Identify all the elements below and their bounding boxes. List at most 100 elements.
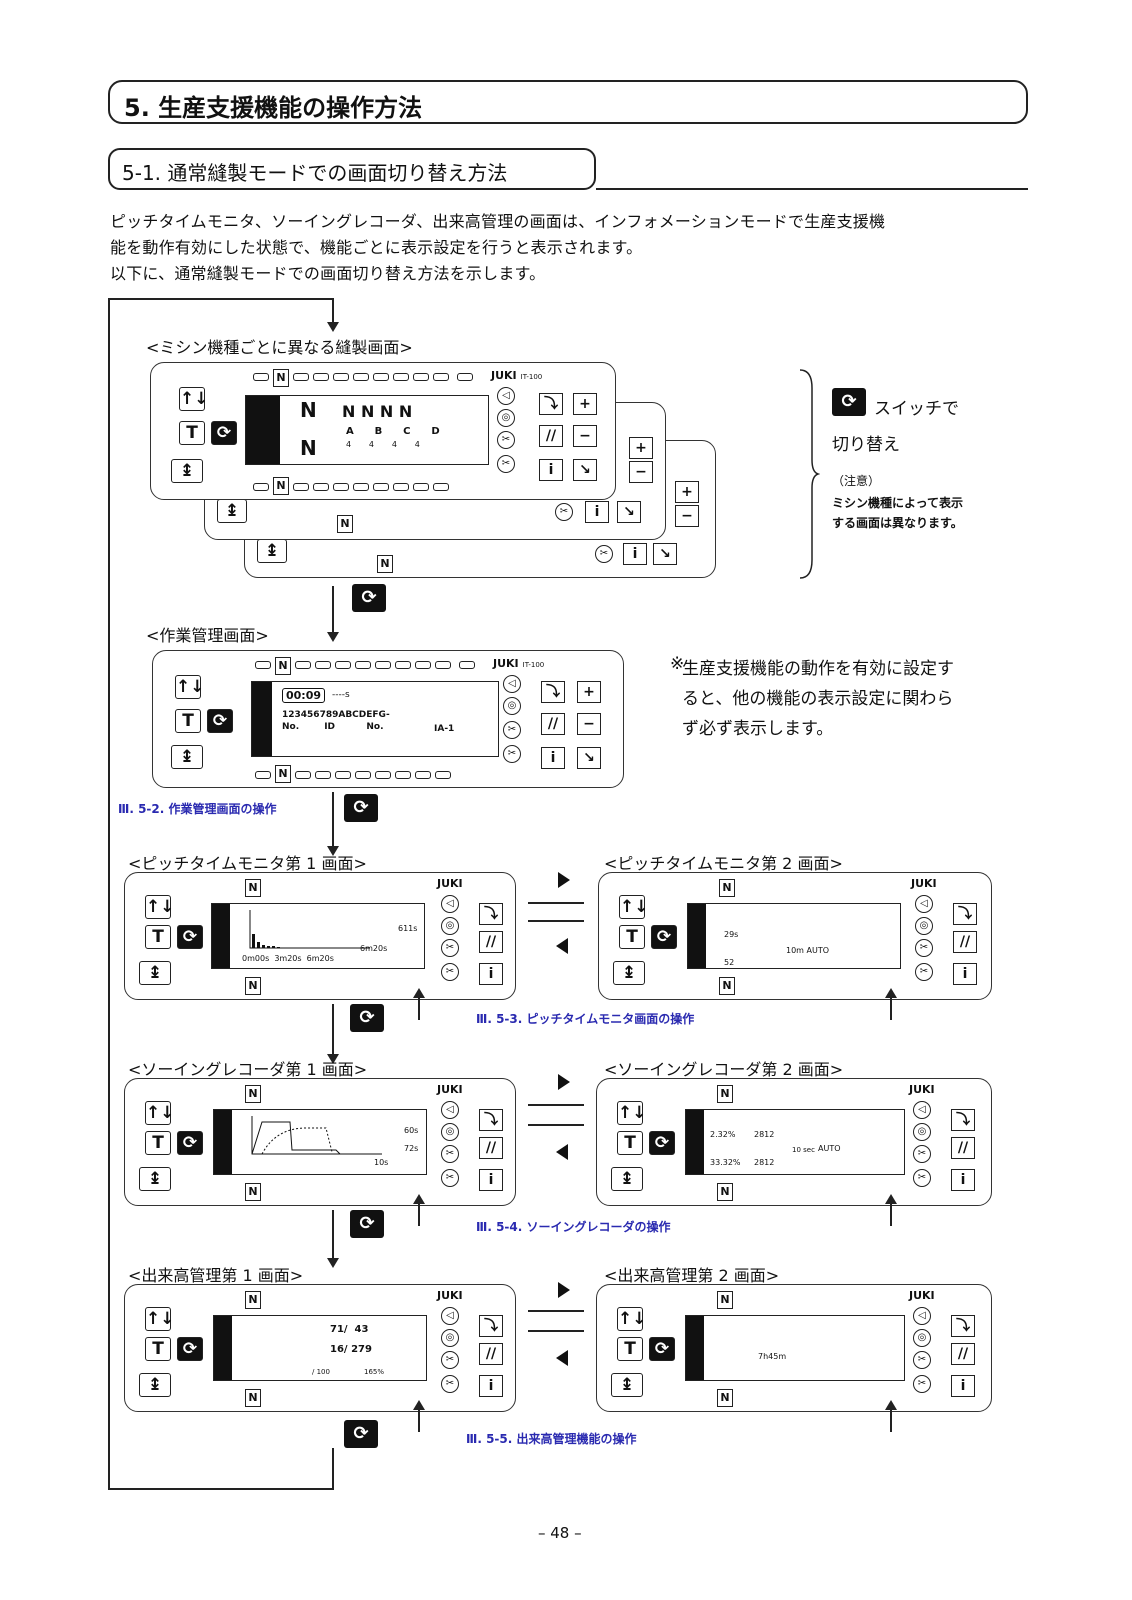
switch-key-icon[interactable]: ⟳ [211,421,237,445]
note-line-3: ず必ず表示します。 [682,719,834,739]
histogram-bar [277,947,280,948]
caption-pitch-2: <ピッチタイムモニタ第 2 画面> [604,854,843,873]
reset-key-icon[interactable]: ↘ [617,501,641,523]
cutter-icon[interactable]: ✂ [497,455,515,473]
arrow-down-icon [327,322,339,332]
reset-key-icon[interactable]: ↘ [573,459,597,481]
brace-icon [799,369,820,579]
reset-key-icon[interactable]: ↘ [577,747,601,769]
note-line-2: ると、他の機能の表示設定に関わら [682,689,954,709]
ref-5-3[interactable]: Ⅲ. 5-3. ピッチタイムモニタ画面の操作 [476,1012,695,1026]
n-indicator: N [337,515,353,533]
pitch-panel-2: JUKI N ↑↓ T ⟳ ↨ 29s 52 10m AUTO ◁ ◎ ✂ ✂ … [598,872,992,1000]
rec-panel-2: JUKI N ↑↓ T ⟳ ↨ 2.32% 2812 33.32% 2812 1… [596,1078,992,1206]
thread-key-icon[interactable]: ↑↓ [179,387,209,411]
section-title-box: 5. 生産支援機能の操作方法 [108,80,1028,124]
intro-line-3: 以下に、通常縫製モードでの画面切り替え方法を示します。 [110,264,546,283]
rec-line-dashed [261,1127,333,1155]
cutter-icon[interactable]: ✂ [497,431,515,449]
histogram-bar [252,934,255,948]
caption-pitch-1: <ピッチタイムモニタ第 1 画面> [128,854,367,873]
slash-key-icon[interactable]: // [539,425,563,447]
flow-line-bottom [108,1488,334,1490]
sewing-lcd: N N N N N N A B C D 4 4 4 4 [245,395,489,465]
thread-key-icon[interactable]: ↑↓ [175,675,205,699]
switch-note: スイッチで [874,399,959,419]
info-key[interactable]: i [539,459,563,481]
caution-line-1: ミシン機種によって表示 [832,496,964,510]
pitch-2-lcd: 29s 52 10m AUTO [687,903,901,969]
feed-key-icon[interactable]: ↨ [171,745,203,769]
caption-rec-2: <ソーイングレコーダ第 2 画面> [604,1060,844,1079]
plus-key-icon[interactable]: + [629,437,653,459]
plus-key-icon[interactable]: + [675,481,699,503]
slash-key-icon[interactable]: // [541,713,565,735]
switch-button-icon: ⟳ [832,388,866,416]
reset-key-icon[interactable]: ↘ [653,543,677,565]
rec-line [251,1121,341,1155]
pitch-1-lcd: 0m00s 3m20s 6m20s 611s 6m20s [211,903,425,969]
ref-5-5[interactable]: Ⅲ. 5-5. 出来高管理機能の操作 [466,1432,637,1446]
minus-key-icon[interactable]: − [573,425,597,447]
needle-key-icon[interactable]: ⤵ [541,681,565,703]
t-key[interactable]: T [175,709,201,733]
page-number: – 48 – [538,1524,582,1542]
flow-line-left [108,298,110,1490]
minus-key-icon[interactable]: − [629,461,653,483]
minus-key-icon[interactable]: − [675,505,699,527]
caution-label: （注意） [832,474,881,488]
info-key[interactable]: i [585,501,609,523]
switch-button-icon: ⟳ [350,1210,384,1238]
t-key[interactable]: T [179,421,205,445]
subsection-underline [596,188,1028,190]
asterisk-mark: ※ [670,654,685,674]
prod-panel-1: JUKI N ↑↓ T ⟳ ↨ 71/ 43 16/ 279 / 100 165… [124,1284,516,1412]
info-key[interactable]: i [623,543,647,565]
switch-button-icon: ⟳ [344,794,378,822]
ref-5-2[interactable]: Ⅲ. 5-2. 作業管理画面の操作 [118,802,277,816]
plus-key-icon[interactable]: + [573,393,597,415]
caption-rec-1: <ソーイングレコーダ第 1 画面> [128,1060,368,1079]
histogram-bar [262,945,265,948]
pitch-panel-1: JUKI N ↑↓ T ⟳ ↨ 0m00s 3m20s 6m20s 611s 6… [124,872,516,1000]
switch-note-2: 切り替え [832,435,900,455]
pitch-histogram [249,910,370,949]
note-line-1: 生産支援機能の動作を有効に設定す [682,659,954,679]
arrow-down-icon [327,846,339,856]
work-mgmt-lcd: 00:09 ----s 123456789ABCDEFG- No. ID No.… [251,681,499,757]
rec-panel-1: JUKI N ↑↓ T ⟳ ↨ 10s 60s 72s ◁ ◎ ✂ ✂ ⤵ //… [124,1078,516,1206]
info-key[interactable]: i [541,747,565,769]
caption-sewing: <ミシン機種ごとに異なる縫製画面> [146,338,413,357]
prev-arrow-icon [556,938,568,954]
prod-2-lcd: 7h45m [685,1315,905,1381]
speaker-icon[interactable]: ◁ [497,387,515,405]
feed-key-icon[interactable]: ↨ [217,499,247,523]
n-indicator: N [377,555,393,573]
cutter-icon[interactable]: ✂ [595,545,613,563]
cutter-icon[interactable]: ✂ [555,503,573,521]
plus-key-icon[interactable]: + [577,681,601,703]
feed-key-icon[interactable]: ↨ [171,459,203,483]
subsection-title: 5-1. 通常縫製モードでの画面切り替え方法 [122,161,508,185]
intro-line-2: 能を動作有効にした状態で、機能ごとに表示設定を行うと表示されます。 [110,238,643,257]
switch-button-icon: ⟳ [344,1420,378,1448]
switch-key-icon[interactable]: ⟳ [207,709,233,733]
arrow-down-icon [327,632,339,642]
caution-line-2: する画面は異なります。 [832,516,963,530]
section-title: 5. 生産支援機能の操作方法 [124,94,423,122]
ref-5-4[interactable]: Ⅲ. 5-4. ソーイングレコーダの操作 [476,1220,671,1234]
flow-line-top [108,298,334,300]
subsection-title-box: 5-1. 通常縫製モードでの画面切り替え方法 [108,148,596,190]
histogram-bar [257,942,260,948]
needle-key-icon[interactable]: ⤵ [539,393,563,415]
caption-prod-2: <出来高管理第 2 画面> [604,1266,780,1285]
histogram-bar [267,946,270,948]
target-icon[interactable]: ◎ [497,409,515,427]
minus-key-icon[interactable]: − [577,713,601,735]
feed-key-icon[interactable]: ↨ [257,539,287,563]
flow-line-entry [332,298,334,324]
caption-work-mgmt: <作業管理画面> [146,626,269,645]
